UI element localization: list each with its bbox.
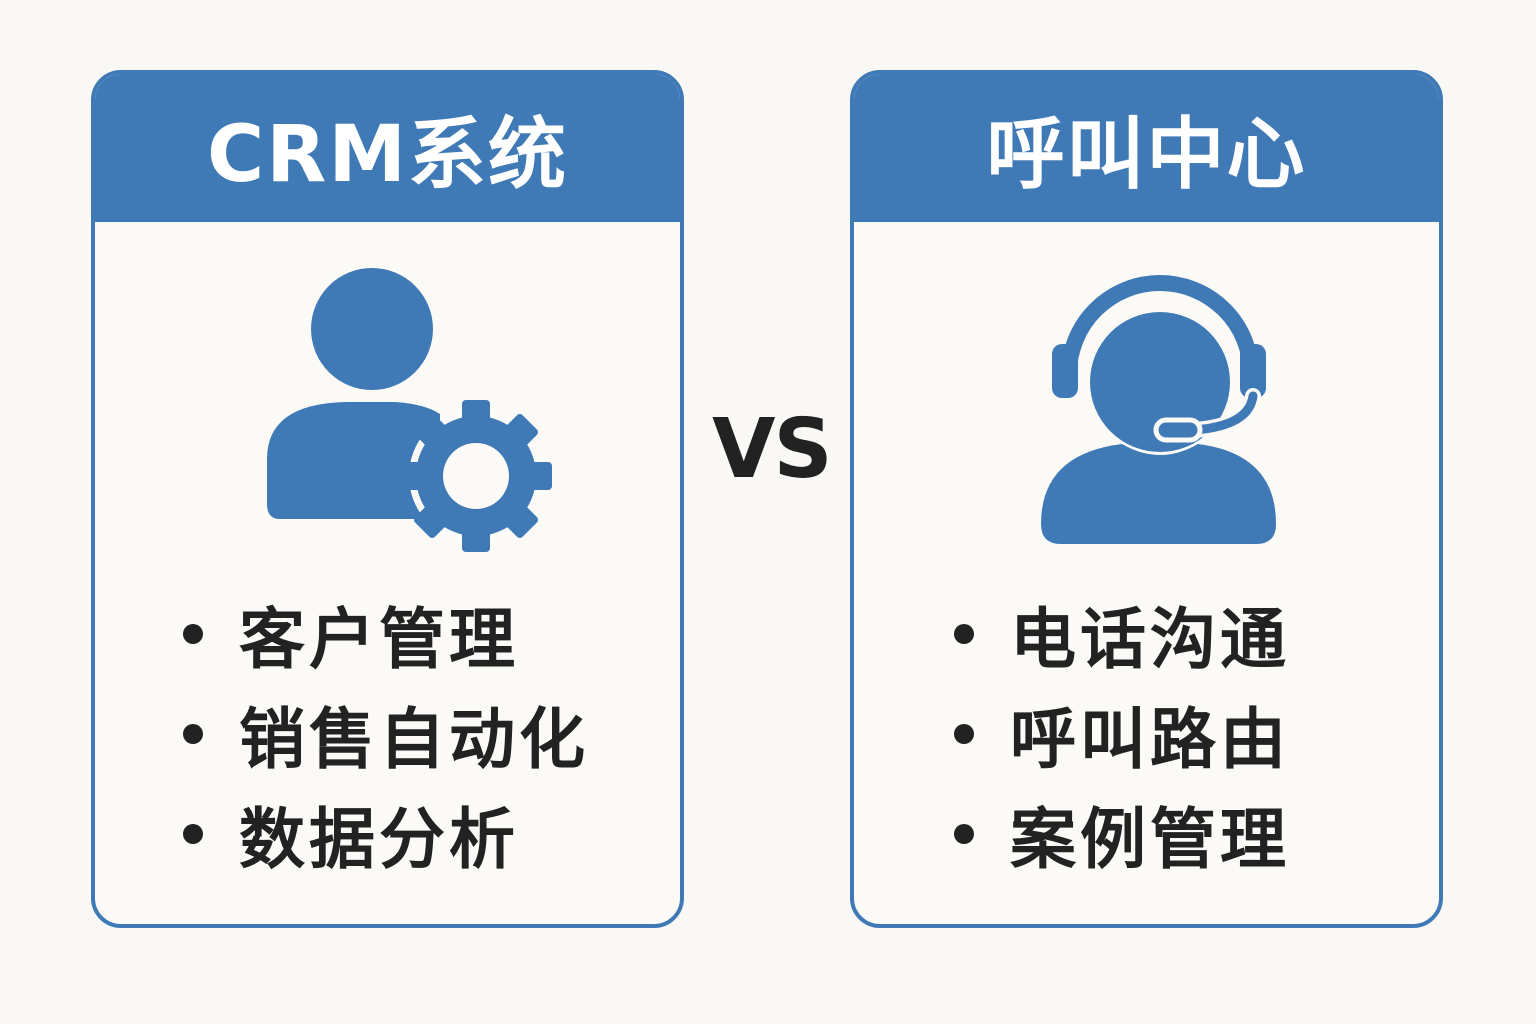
list-item: 数据分析 — [183, 784, 589, 884]
crm-feature-list: 客户管理 销售自动化 数据分析 — [183, 584, 589, 884]
call-center-card: 呼叫中心 电话沟通 呼叫路由 案例管理 — [850, 70, 1443, 928]
call-center-feature-list: 电话沟通 呼叫路由 案例管理 — [954, 584, 1290, 884]
list-item: 案例管理 — [954, 784, 1290, 884]
vs-label: VS — [712, 402, 833, 497]
crm-card-title: CRM系统 — [95, 74, 680, 222]
list-item-label: 数据分析 — [239, 801, 519, 878]
bullet-icon — [183, 724, 203, 744]
bullet-icon — [183, 824, 203, 844]
list-item-label: 呼叫路由 — [1010, 701, 1290, 778]
list-item-label: 客户管理 — [239, 601, 519, 678]
list-item: 呼叫路由 — [954, 684, 1290, 784]
list-item: 客户管理 — [183, 584, 589, 684]
call-center-card-title: 呼叫中心 — [854, 74, 1439, 222]
crm-card: CRM系统 客户管理 销售自动化 数据分析 — [91, 70, 684, 928]
list-item-label: 案例管理 — [1010, 801, 1290, 878]
bullet-icon — [954, 624, 974, 644]
bullet-icon — [183, 624, 203, 644]
bullet-icon — [954, 824, 974, 844]
list-item: 销售自动化 — [183, 684, 589, 784]
user-gear-icon — [267, 268, 552, 552]
headset-agent-icon — [1041, 275, 1276, 544]
list-item: 电话沟通 — [954, 584, 1290, 684]
bullet-icon — [954, 724, 974, 744]
list-item-label: 销售自动化 — [239, 701, 589, 778]
list-item-label: 电话沟通 — [1010, 601, 1290, 678]
